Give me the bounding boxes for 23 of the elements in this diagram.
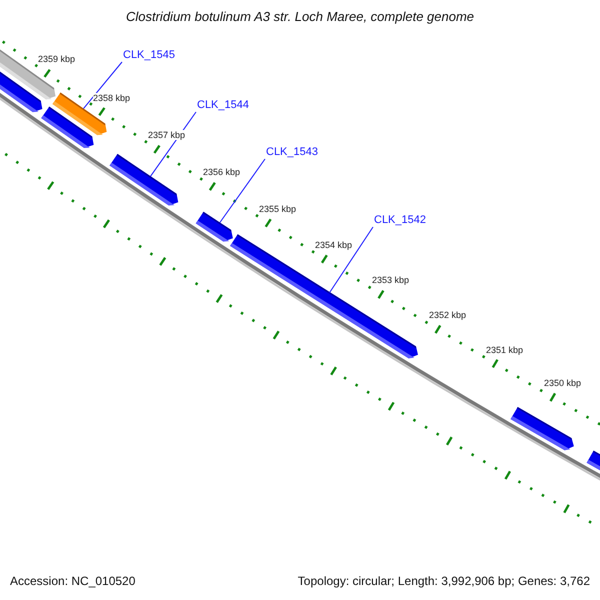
- scale-label: 2353 kbp: [372, 275, 410, 285]
- gene-label: CLK_1544: [197, 98, 249, 112]
- topology-text: Topology: circular; Length: 3,992,906 bp; Genes: 3,762: [298, 574, 590, 588]
- leader-line: [328, 226, 374, 294]
- leader-line: [83, 62, 122, 110]
- scale-label: 2354 kbp: [315, 240, 352, 250]
- leader-line: [150, 112, 196, 177]
- scale-label: 2358 kbp: [93, 93, 130, 103]
- scale-label: 2350 kbp: [544, 378, 582, 388]
- scale-label: 2356 kbp: [203, 167, 240, 177]
- scale-label: 2355 kbp: [259, 204, 296, 214]
- gene-label: CLK_1542: [374, 213, 426, 227]
- scale-label: 2359 kbp: [38, 54, 76, 64]
- scale-label: 2351 kbp: [486, 345, 524, 355]
- scale-label: 2352 kbp: [429, 310, 466, 320]
- leader-line: [219, 158, 266, 223]
- map-title: Clostridium botulinum A3 str. Loch Maree, complete genome: [124, 9, 476, 24]
- scale-label: 2357 kbp: [148, 130, 186, 140]
- gene-block: [110, 154, 178, 206]
- accession-text: Accession: NC_010520: [10, 574, 136, 588]
- gene-label: CLK_1545: [123, 48, 175, 62]
- gene-block: [196, 212, 233, 242]
- gene-label: CLK_1543: [266, 145, 318, 159]
